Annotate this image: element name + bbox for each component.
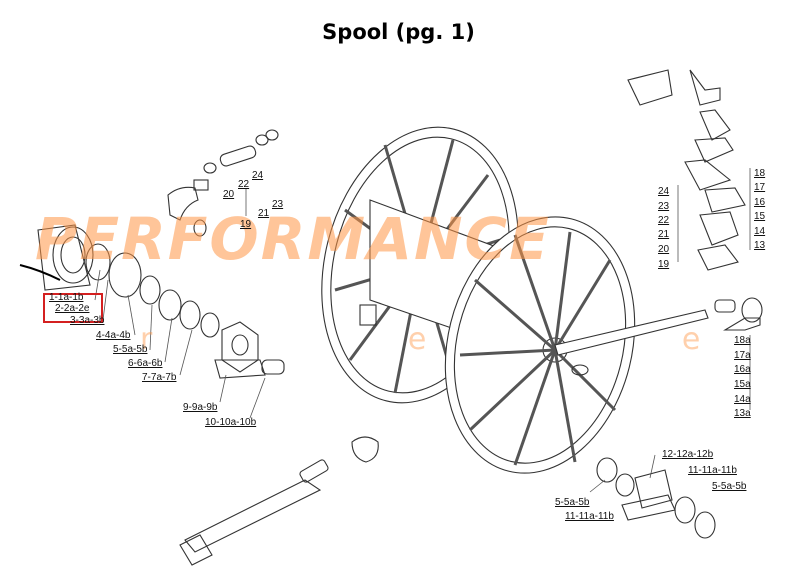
label-rt-23: 23 [658,201,670,212]
label-rt-24: 24 [658,186,670,197]
label-4-4a-4b: 4-4a-4b [96,330,131,341]
label-swivel-21: 21 [258,208,270,219]
label-5-5a-5b: 5-5a-5b [113,344,148,355]
label-ra-13a: 13a [734,408,751,419]
label-ra-17a: 17a [734,350,751,361]
label-swivel-19: 19 [240,219,252,230]
front-flange [444,216,636,474]
label-6-6a-6b: 6-6a-6b [128,358,163,369]
watermark-text: PERFORMANCE [35,205,551,273]
label-2-2a-2e: 2-2a-2e [55,303,90,314]
label-rs-15: 15 [754,211,766,222]
label-ra-14a: 14a [734,394,751,405]
leader-lines [94,168,751,493]
label-rt-22: 22 [658,215,670,226]
watermark-subtext: r e e l [140,322,797,357]
label-rs-18: 18 [754,168,766,179]
label-swivel-20: 20 [223,189,235,200]
label-5-5a-5b-right: 5-5a-5b [712,481,747,492]
axle [554,297,763,376]
label-ra-15a: 15a [734,379,751,390]
highlight-box [43,293,103,323]
label-11-11a-11b-right: 11-11a-11b [688,465,737,476]
label-1-1a-1b: 1-1a-1b [49,292,84,303]
label-rs-13: 13 [754,240,766,251]
label-12-12a-12b: 12-12a-12b [662,449,714,460]
label-ra-16a: 16a [734,364,751,375]
label-rs-17: 17 [754,182,766,193]
label-10-10a-10b: 10-10a-10b [205,417,257,428]
label-swivel-24: 24 [252,170,264,181]
label-rt-19: 19 [658,259,670,270]
label-swivel-23: 23 [272,199,284,210]
label-rs-16: 16 [754,197,766,208]
label-7-7a-7b: 7-7a-7b [142,372,177,383]
label-11-11a-11b-bottom: 11-11a-11b [565,511,614,522]
label-swivel-22: 22 [238,179,250,190]
label-rt-20: 20 [658,244,670,255]
label-rs-14: 14 [754,226,766,237]
brackets [627,69,746,271]
left-parts [19,224,285,379]
label-ra-18a: 18a [734,335,751,346]
label-9-9a-9b: 9-9a-9b [183,402,218,413]
page-title: Spool (pg. 1) [322,20,475,44]
swivel-assembly [167,129,279,237]
label-3-3a-3b: 3-3a-3b [70,315,105,326]
bottom-parts [179,436,716,566]
label-rt-21: 21 [658,229,670,240]
label-5-5a-5b-bottom: 5-5a-5b [555,497,590,508]
